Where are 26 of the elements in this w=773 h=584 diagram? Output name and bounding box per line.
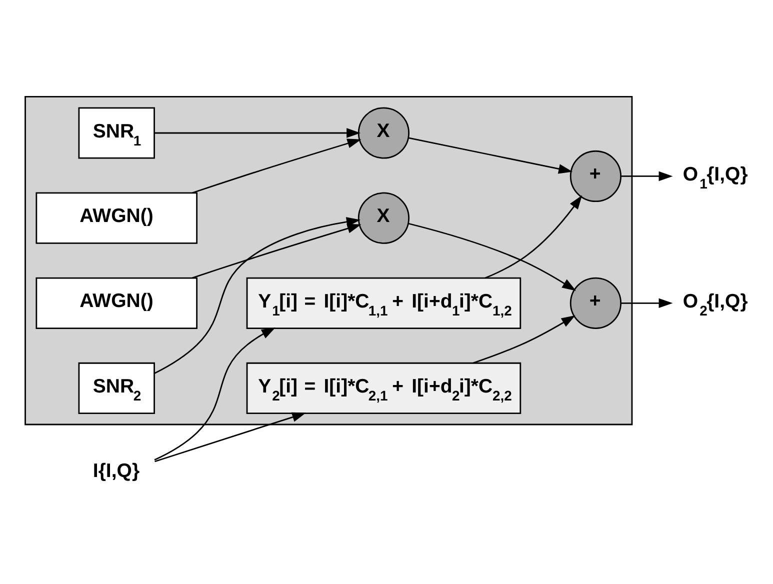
node-box: SNR$_{2}$ [78, 362, 155, 414]
node-box: Y$_{2}$[i] = I[i]*C$_{2,1}$ + I[i+d$_{2}$i]*C$_{2,2}$ [246, 362, 522, 414]
node-circle: + [570, 150, 622, 202]
arrow [154, 128, 361, 138]
node-circle: X [358, 192, 410, 244]
arrow [408, 222, 576, 291]
arrow [621, 171, 673, 182]
node-text: O$_{1}${I,Q} [682, 164, 748, 192]
node-text: I{I,Q} [92, 460, 140, 482]
node-text: O$_{2}${I,Q} [682, 290, 748, 319]
node-box: Y$_{1}$[i] = I[i]*C$_{1,1}$ + I[i+d$_{1}$i]*C$_{1,2}$ [246, 277, 522, 329]
arrow [154, 217, 360, 374]
arrow [192, 138, 362, 194]
arrow [472, 315, 576, 364]
node-circle: + [570, 277, 622, 329]
arrow [621, 298, 673, 308]
node-circle: X [358, 107, 410, 159]
node-box: SNR$_{1}$ [78, 107, 155, 159]
arrow [408, 137, 573, 174]
arrow [192, 224, 362, 279]
node-box: AWGN() [36, 277, 198, 329]
arrow [484, 195, 582, 279]
cluster [24, 96, 633, 426]
node-box: AWGN() [36, 192, 198, 244]
arrow [154, 412, 306, 462]
arrow [154, 327, 276, 461]
